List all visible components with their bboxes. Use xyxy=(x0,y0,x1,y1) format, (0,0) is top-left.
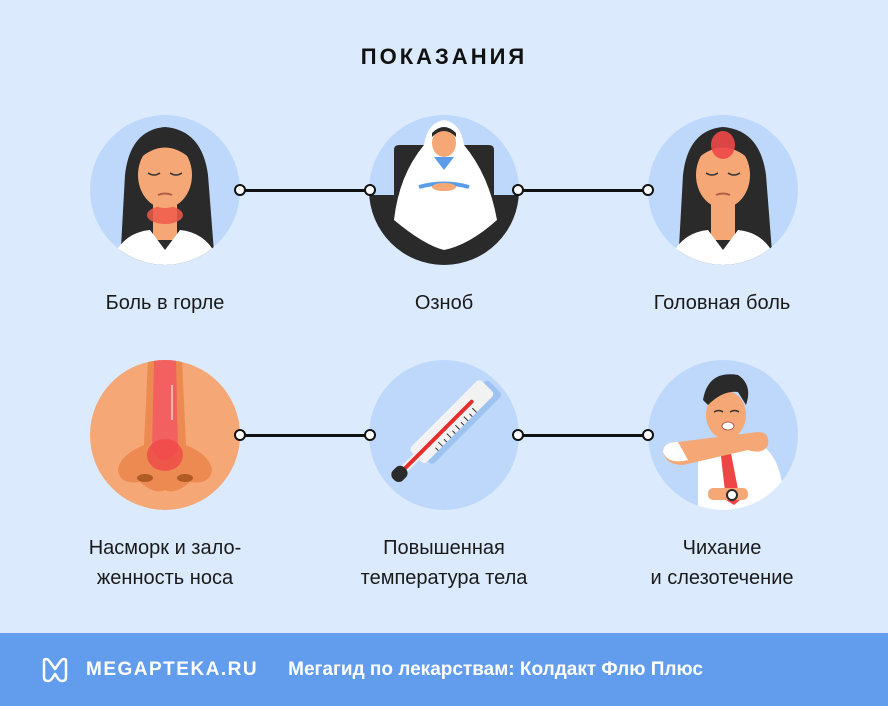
label-line: Головная боль xyxy=(653,292,791,314)
man-sneezing-icon xyxy=(648,360,798,510)
connector-1-2 xyxy=(234,183,376,197)
label-headache: Головная боль xyxy=(592,288,852,318)
footer-tagline: Мегагид по лекарствам: Колдакт Флю Плюс xyxy=(288,658,703,680)
woman-headache-icon xyxy=(648,115,798,265)
connector-2-3 xyxy=(512,183,654,197)
megapteka-logo-icon[interactable] xyxy=(40,657,70,683)
label-line: температура тела xyxy=(360,567,528,589)
label-sneezing: Чихание и слезотечение xyxy=(592,533,852,593)
label-runny-nose: Насморк и зало- женность носа xyxy=(35,533,295,593)
label-line: Боль в горле xyxy=(105,292,225,314)
connector-5-6 xyxy=(512,428,654,442)
footer-bar: MEGAPTEKA.RU Мегагид по лекарствам: Колд… xyxy=(0,633,888,706)
page-title: ПОКАЗАНИЯ xyxy=(360,44,528,69)
inflamed-nose-icon xyxy=(90,360,240,510)
label-line: Повышенная xyxy=(383,537,505,559)
brand-link[interactable]: MEGAPTEKA.RU xyxy=(86,658,259,680)
label-chills: Озноб xyxy=(314,288,574,318)
woman-chills-blanket-icon xyxy=(369,115,519,265)
woman-sore-throat-icon xyxy=(90,115,240,265)
connector-4-5 xyxy=(234,428,376,442)
label-line: Насморк и зало- xyxy=(88,537,242,559)
thermometer-icon xyxy=(369,360,519,510)
label-fever: Повышенная температура тела xyxy=(314,533,574,593)
label-line: Чихание xyxy=(682,537,762,559)
label-sore-throat: Боль в горле xyxy=(35,288,295,318)
label-line: женность носа xyxy=(96,567,234,589)
label-line: Озноб xyxy=(414,292,474,314)
label-line: и слезотечение xyxy=(650,567,794,589)
